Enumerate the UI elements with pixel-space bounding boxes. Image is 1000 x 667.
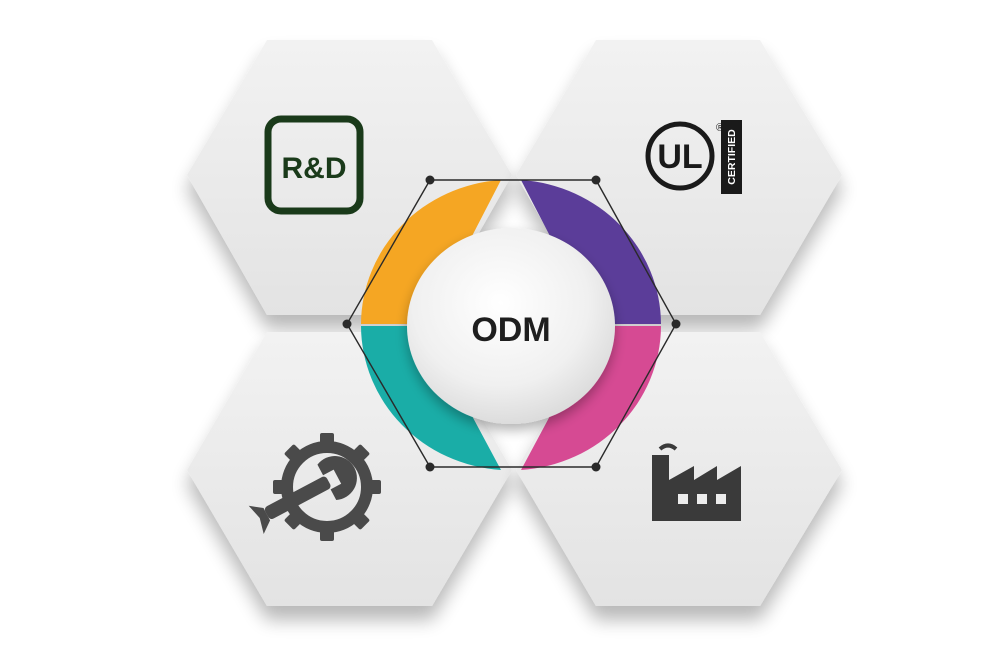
ul-mark-text: UL: [657, 138, 702, 176]
outline-node: [591, 462, 601, 472]
ring-segment-teal: [361, 326, 501, 470]
outline-node: [671, 319, 681, 329]
wrench-gear-icon: [248, 433, 381, 541]
ring-segment-orange: [361, 180, 501, 324]
hex-outline: [342, 175, 681, 472]
center-label: ODM: [471, 311, 550, 349]
ul-registered-mark: ®: [716, 122, 724, 134]
outline-node: [425, 462, 435, 472]
ul-certified-icon: UL ® CERTIFIED: [645, 120, 742, 194]
ul-certified-text: CERTIFIED: [726, 129, 738, 185]
ring-segment-magenta: [521, 326, 661, 470]
outline-node: [591, 175, 601, 185]
outline-node: [425, 175, 435, 185]
rnd-badge-text: R&D: [282, 152, 347, 185]
center-sphere: [407, 228, 615, 424]
ring-segment-purple: [521, 180, 661, 324]
ring: [361, 180, 661, 470]
outline-node: [342, 319, 352, 329]
rnd-badge-icon: R&D: [264, 115, 364, 215]
factory-icon: [652, 443, 741, 521]
